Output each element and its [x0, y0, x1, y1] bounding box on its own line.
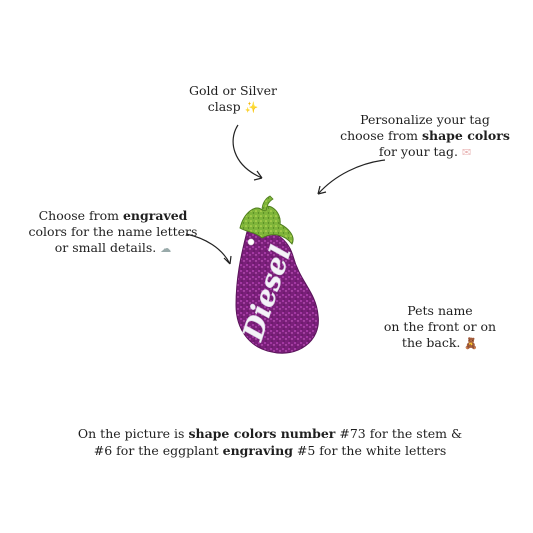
engraved-annotation: Choose from engraved colors for the name…: [18, 208, 208, 257]
cloud-icon: ☁: [160, 242, 172, 255]
personalize-line-3: for your tag.: [378, 144, 458, 159]
personalize-line-1: Personalize your tag: [360, 112, 490, 127]
caption-line-2-pre: #6 for the eggplant: [93, 443, 223, 458]
arrow-personalize: [317, 159, 386, 195]
pets-line-3: the back.: [401, 335, 461, 350]
engraved-line-1-pre: Choose from: [38, 208, 123, 223]
eggplant-stem: [239, 205, 294, 245]
engraved-line-2: colors for the name letters: [28, 224, 198, 239]
stem-tip: [261, 195, 274, 212]
arrow-clasp: [232, 124, 263, 181]
envelope-icon: ✉: [461, 146, 472, 159]
engraved-line-3: or small details.: [54, 240, 157, 255]
caption-line-1-pre: On the picture is: [77, 426, 189, 441]
personalize-line-2-bold: shape colors: [421, 128, 510, 143]
caption-line-1-post: #73 for the stem &: [335, 426, 463, 441]
pets-annotation: Pets name on the front or on the back. 🧸: [365, 303, 515, 352]
clasp-hole: [247, 238, 255, 246]
pets-line-2: on the front or on: [383, 319, 497, 334]
eggplant-body: [235, 227, 319, 354]
pets-line-1: Pets name: [407, 303, 473, 318]
caption-line-2-post: #5 for the white letters: [292, 443, 447, 458]
sparkles-icon: ✨: [244, 101, 259, 114]
caption: On the picture is shape colors number #7…: [40, 425, 500, 459]
personalize-annotation: Personalize your tag choose from shape c…: [325, 112, 525, 161]
engraved-line-1-bold: engraved: [122, 208, 188, 223]
clasp-line-2: clasp: [207, 99, 241, 114]
arrow-engraved: [185, 233, 232, 265]
teddy-bear-icon: 🧸: [464, 337, 479, 350]
eggplant-tag: Diesel: [235, 195, 319, 354]
caption-line-1-bold: shape colors number: [188, 426, 336, 441]
caption-line-2-bold: engraving: [222, 443, 293, 458]
clasp-annotation: Gold or Silver clasp ✨: [168, 83, 298, 116]
personalize-line-2-pre: choose from: [340, 128, 422, 143]
clasp-line-1: Gold or Silver: [189, 83, 277, 98]
